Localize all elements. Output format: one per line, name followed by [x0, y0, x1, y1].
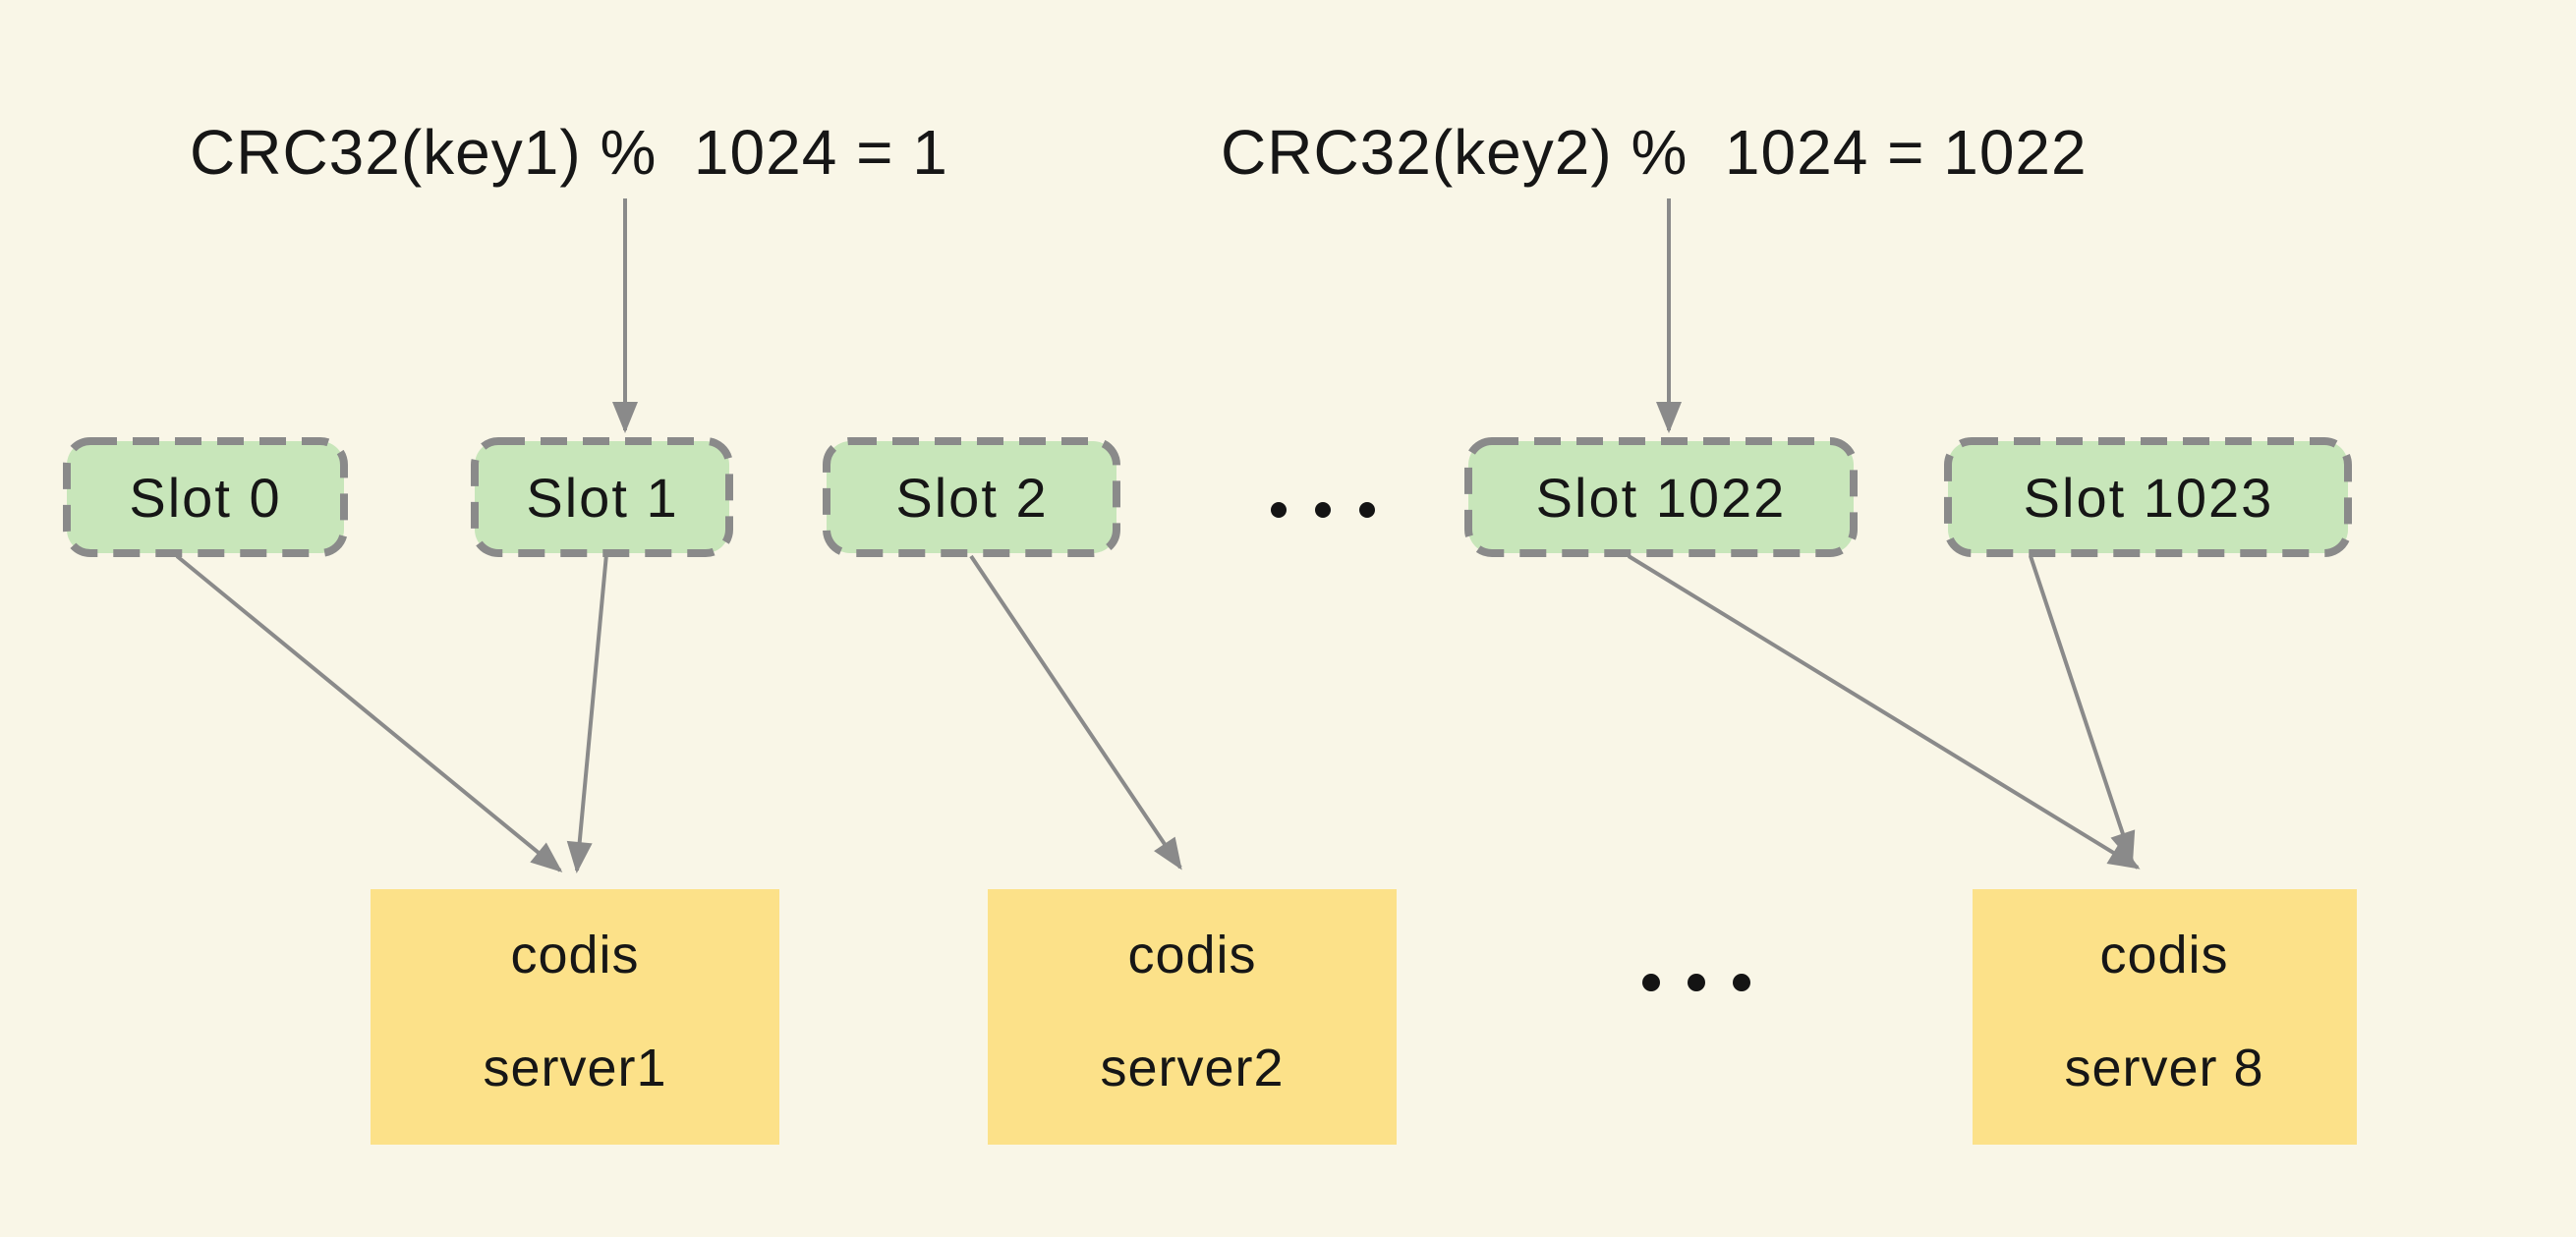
- server-box-8: [1973, 889, 2357, 1145]
- arrow-slot1-to-server1: [566, 553, 608, 873]
- server1-label-line2: server1: [483, 1039, 666, 1097]
- slot-label-1: Slot 1: [526, 467, 678, 529]
- slot-label-1022: Slot 1022: [1536, 467, 1787, 529]
- server-box-1: [371, 889, 779, 1145]
- arrow-slot1022-to-server8: [1627, 554, 2141, 870]
- slot-label-1023: Slot 1023: [2024, 467, 2274, 529]
- slot-box-0: [63, 437, 348, 557]
- slot-label-2: Slot 2: [895, 467, 1048, 529]
- arrow-slot1023-to-server8: [2029, 555, 2136, 864]
- arrow-slot0-to-server1: [175, 554, 563, 872]
- hash-label-key1: CRC32(key1) % 1024 = 1: [190, 117, 948, 188]
- slot-box-1022: [1464, 437, 1858, 557]
- server8-label-line2: server 8: [2064, 1039, 2263, 1097]
- slot-label-0: Slot 0: [129, 467, 281, 529]
- server2-label-line1: codis: [1127, 926, 1256, 984]
- slot-box-1: [471, 437, 733, 557]
- server-box-2: [988, 889, 1397, 1145]
- hash-label-key2: CRC32(key2) % 1024 = 1022: [1221, 117, 2088, 188]
- slot-box-2: [823, 437, 1120, 557]
- arrow-slot2-to-server2: [969, 554, 1182, 871]
- server1-label-line1: codis: [510, 926, 639, 984]
- servers-ellipsis-dots: [1642, 974, 1750, 991]
- server2-label-line2: server2: [1100, 1039, 1284, 1097]
- slots-ellipsis-dots: [1271, 502, 1375, 518]
- server8-label-line1: codis: [2099, 926, 2228, 984]
- slot-box-1023: [1944, 437, 2352, 557]
